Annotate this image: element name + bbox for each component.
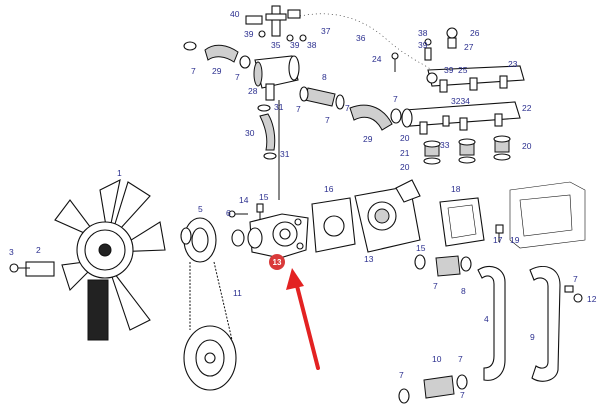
callout-7: 15 — [416, 243, 426, 253]
gasket-16 — [311, 197, 356, 253]
callout-20: 20 — [400, 162, 410, 172]
callout-14: 14 — [239, 195, 249, 205]
callout-5: 5 — [198, 204, 203, 214]
callout-39: 39 — [444, 65, 454, 75]
plug-26-27 — [391, 27, 458, 72]
callout-7: 7 — [399, 370, 404, 380]
hose-8-lower — [414, 254, 472, 277]
callout-2: 2 — [36, 245, 41, 255]
callout-7: 7 — [325, 115, 330, 125]
bracket-2-bolt-3 — [9, 261, 55, 277]
part-13-badge: 13 — [269, 254, 285, 270]
hose-bottom — [398, 374, 468, 404]
hose-9 — [477, 265, 506, 381]
water-pump-13 — [247, 213, 309, 259]
fan-1 — [54, 179, 166, 341]
callout-18: 18 — [451, 184, 461, 194]
manifold-23 — [426, 65, 525, 93]
gasket-18 — [439, 197, 485, 247]
callout-7: 7 — [235, 72, 240, 82]
callout-15: 15 — [259, 192, 269, 202]
callout-29: 29 — [363, 134, 373, 144]
callout-21: 21 — [400, 148, 410, 158]
pulley-5 — [180, 217, 217, 263]
part-13-badge-label: 13 — [273, 258, 282, 267]
callout-11: 12 — [587, 294, 597, 304]
manifold-22 — [401, 101, 521, 135]
bolt-19-15 — [495, 224, 504, 242]
callout-8: 7 — [433, 281, 438, 291]
callout-27: 27 — [464, 42, 474, 52]
callout-33: 33 — [440, 140, 450, 150]
hose-30 — [257, 100, 280, 200]
callout-12: 7 — [573, 274, 578, 284]
callout-7: 8 — [461, 286, 466, 296]
callout-7: 7 — [345, 103, 350, 113]
callout-38: 38 — [418, 28, 428, 38]
callout-6: 6 — [226, 208, 231, 218]
callout-7: 7 — [393, 94, 398, 104]
callout-4: 11 — [233, 288, 242, 298]
callout-30: 30 — [245, 128, 255, 138]
hose-stubs-20-21-33 — [423, 135, 511, 165]
callout-3234: 3234 — [451, 96, 470, 106]
callout-25: 25 — [458, 65, 468, 75]
callout-8: 8 — [322, 72, 327, 82]
hose-10 — [529, 266, 561, 382]
callout-28: 28 — [248, 86, 258, 96]
callout-35: 35 — [271, 40, 281, 50]
callout-10: 9 — [530, 332, 535, 342]
callout-19: 17 — [493, 235, 503, 245]
callout-20: 20 — [400, 133, 410, 143]
callout-1: 1 — [117, 168, 122, 178]
callout-38: 38 — [307, 40, 317, 50]
housing-17 — [354, 179, 421, 253]
callout-7: 10 — [432, 354, 442, 364]
callout-40: 40 — [230, 9, 240, 19]
callout-36: 36 — [356, 33, 366, 43]
callout-7: 7 — [460, 390, 465, 400]
callout-31: 31 — [280, 149, 290, 159]
callout-39: 39 — [290, 40, 300, 50]
hose-29-mid — [349, 104, 402, 131]
callout-15: 19 — [510, 235, 520, 245]
callout-9: 4 — [484, 314, 489, 324]
callout-16: 16 — [324, 184, 334, 194]
callout-7: 7 — [296, 104, 301, 114]
plug-11-12 — [564, 285, 583, 303]
callout-29: 29 — [212, 66, 222, 76]
callout-20: 20 — [522, 141, 532, 151]
callout-39: 39 — [244, 29, 254, 39]
callout-26: 26 — [470, 28, 480, 38]
hose-29-top — [183, 41, 251, 69]
callout-31: 31 — [274, 102, 284, 112]
callout-23: 23 — [508, 59, 518, 69]
callout-7: 7 — [458, 354, 463, 364]
bolts-6-14-15 — [228, 203, 264, 247]
callout-22: 22 — [522, 103, 532, 113]
callout-3: 3 — [9, 247, 14, 257]
callout-39: 39 — [418, 40, 428, 50]
hose-8-top — [299, 86, 345, 110]
hose-36 — [299, 12, 433, 72]
belt-4 — [183, 261, 237, 391]
callout-17: 13 — [364, 254, 374, 264]
thermostat-housing-28 — [253, 55, 300, 101]
highlight-arrow — [286, 268, 320, 370]
callout-7: 7 — [191, 66, 196, 76]
engine-block-outline — [509, 181, 586, 249]
valve-40-35 — [245, 5, 307, 42]
callout-24: 24 — [372, 54, 382, 64]
callout-labels: 40 39 35 39 38 37 36 38 26 39 27 24 39 2… — [9, 9, 597, 400]
callout-37: 37 — [321, 26, 331, 36]
